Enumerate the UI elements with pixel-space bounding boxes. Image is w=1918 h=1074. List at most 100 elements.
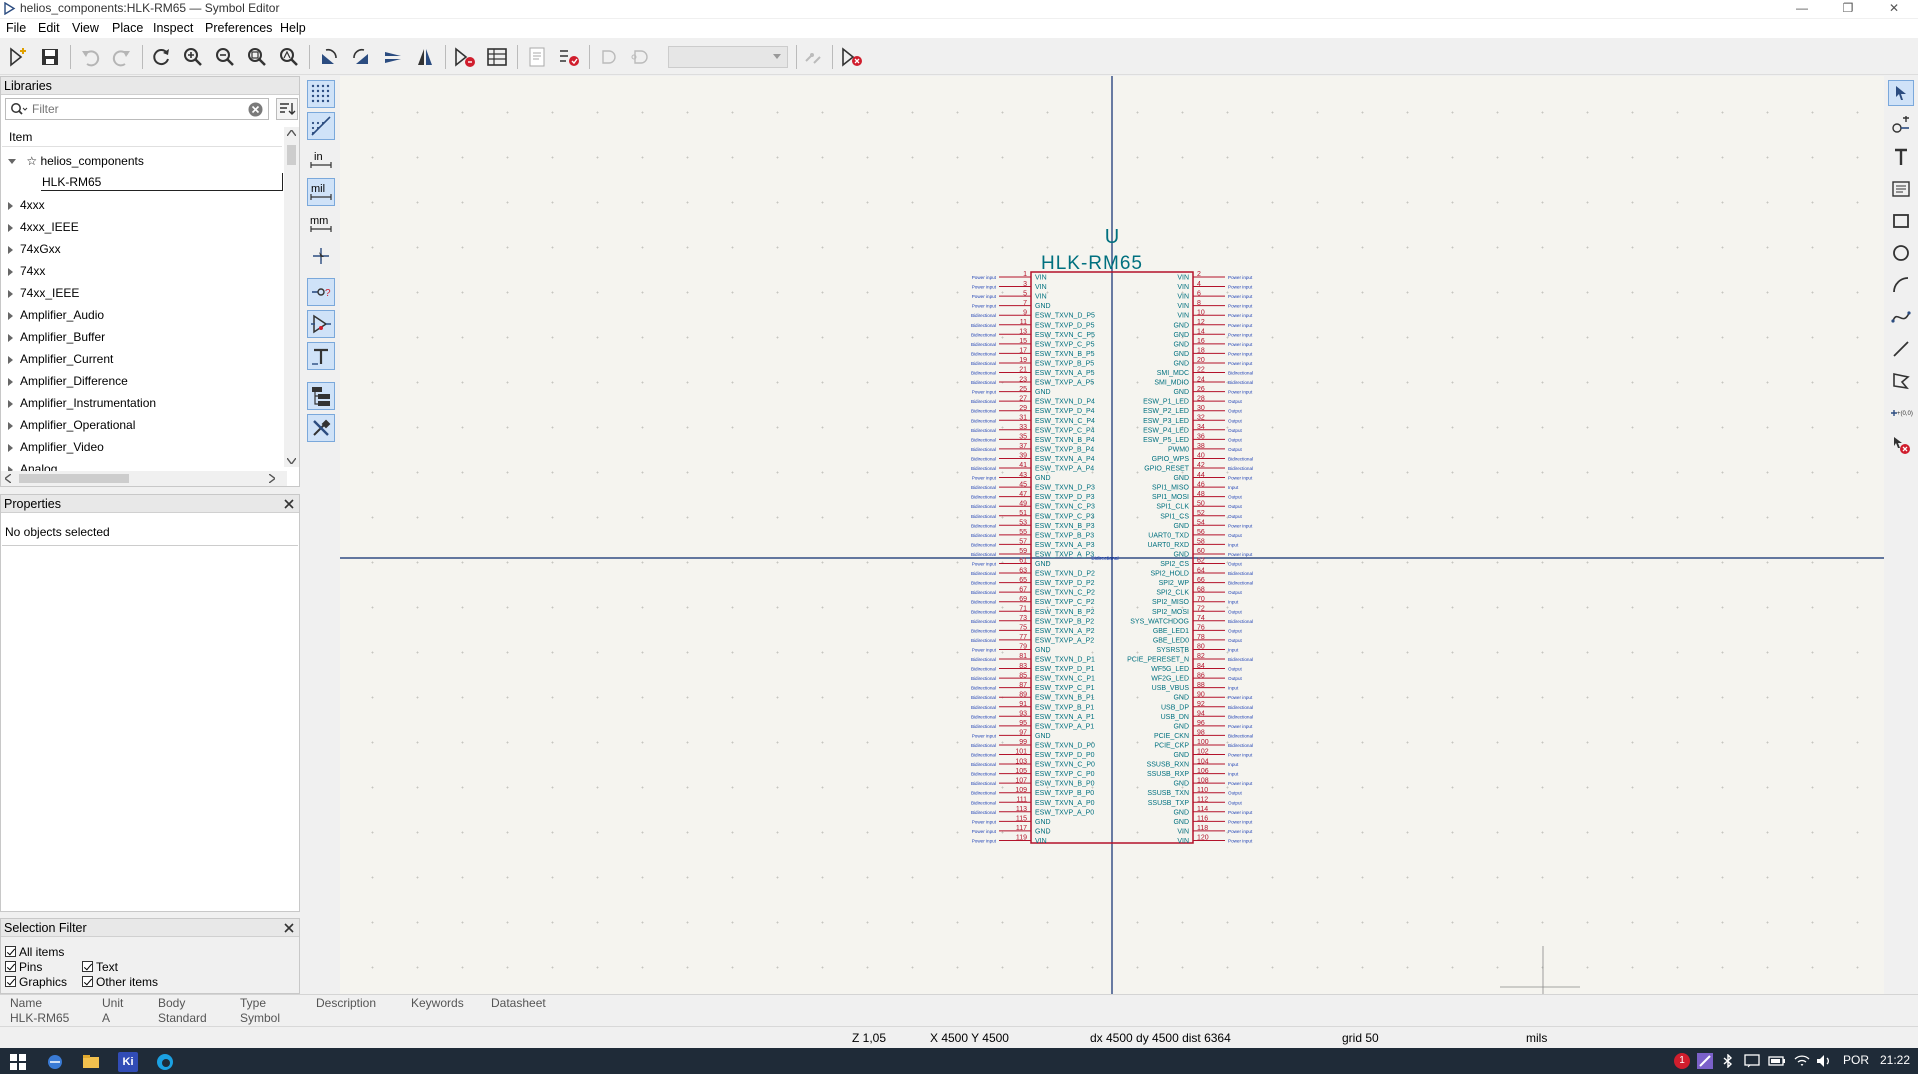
close-panel-icon[interactable] — [284, 923, 294, 933]
tree-item-library[interactable]: Amplifier_Audio — [8, 304, 104, 326]
tree-item-helios-components[interactable]: ☆ helios_components — [8, 150, 144, 172]
reference-designator[interactable]: U — [1105, 226, 1119, 248]
mirror-horizontal-icon[interactable] — [413, 45, 437, 69]
tree-item-library[interactable]: 74xGxx — [8, 238, 61, 260]
bluetooth-icon[interactable] — [1722, 1054, 1734, 1068]
units-millimeters-button[interactable]: mm — [307, 210, 335, 238]
tree-item-library[interactable]: Amplifier_Instrumentation — [8, 392, 156, 414]
run-erc-icon[interactable] — [840, 45, 864, 69]
add-polygon-button[interactable] — [1888, 368, 1914, 394]
cursor-crosshair-button[interactable] — [307, 242, 335, 270]
datasheet-icon[interactable] — [525, 45, 549, 69]
tree-item-hlk-rm65[interactable]: HLK-RM65 — [41, 173, 283, 191]
tree-vertical-scrollbar[interactable] — [284, 127, 299, 467]
collapsed-chevron-icon[interactable] — [8, 267, 13, 276]
scroll-left-icon[interactable] — [5, 474, 11, 483]
zoom-fit-icon[interactable] — [245, 45, 269, 69]
toggle-grid-button[interactable] — [307, 80, 335, 108]
scroll-right-icon[interactable] — [269, 474, 275, 483]
collapsed-chevron-icon[interactable] — [8, 377, 13, 386]
symbol-checker-icon[interactable] — [557, 45, 581, 69]
tree-item-library[interactable]: 74xx — [8, 260, 45, 282]
zoom-objects-icon[interactable] — [277, 45, 301, 69]
filter-all-items-checkbox[interactable]: All items — [5, 945, 64, 959]
add-arc-button[interactable] — [1888, 272, 1914, 298]
add-line-button[interactable] — [1888, 336, 1914, 362]
tree-item-library[interactable]: Amplifier_Operational — [8, 414, 135, 436]
close-window-button[interactable]: ✕ — [1888, 1, 1900, 15]
clear-filter-icon[interactable] — [248, 102, 263, 117]
tree-item-library[interactable]: Amplifier_Buffer — [8, 326, 105, 348]
volume-icon[interactable] — [1816, 1054, 1832, 1068]
collapsed-chevron-icon[interactable] — [8, 223, 13, 232]
library-filter-box[interactable] — [5, 98, 269, 120]
sort-libraries-button[interactable] — [276, 98, 298, 120]
collapsed-chevron-icon[interactable] — [8, 355, 13, 364]
pin-table-icon[interactable] — [485, 45, 509, 69]
pen-tray-icon[interactable] — [1697, 1053, 1713, 1069]
zoom-out-icon[interactable] — [213, 45, 237, 69]
filter-graphics-checkbox[interactable]: Graphics — [5, 975, 67, 989]
collapsed-chevron-icon[interactable] — [8, 399, 13, 408]
battery-icon[interactable] — [1768, 1054, 1786, 1068]
system-clock[interactable]: 21:22 — [1880, 1053, 1911, 1067]
de-morgan-alternate-icon[interactable] — [629, 45, 653, 69]
menu-preferences[interactable]: Preferences — [205, 21, 273, 35]
set-anchor-button[interactable]: +(0,0) — [1888, 400, 1914, 426]
tree-item-library[interactable]: 4xxx — [8, 194, 45, 216]
units-inches-button[interactable]: in — [307, 146, 335, 174]
menu-file[interactable]: File — [6, 21, 27, 35]
tree-item-library[interactable]: Amplifier_Current — [8, 348, 113, 370]
show-hidden-pins-button[interactable] — [307, 310, 335, 338]
menu-inspect[interactable]: Inspect — [153, 21, 194, 35]
select-tool-button[interactable] — [1888, 80, 1914, 106]
undo-icon[interactable] — [78, 45, 102, 69]
filter-other-items-checkbox[interactable]: Other items — [82, 975, 158, 989]
new-symbol-icon[interactable] — [6, 45, 30, 69]
close-panel-icon[interactable] — [284, 499, 294, 509]
show-hierarchy-button[interactable] — [307, 382, 335, 410]
tree-item-library[interactable]: 4xxx_IEEE — [8, 216, 79, 238]
windows-start-icon[interactable] — [10, 1054, 26, 1070]
notification-badge[interactable]: 1 — [1674, 1053, 1690, 1069]
menu-edit[interactable]: Edit — [38, 21, 60, 35]
browser-app-icon[interactable] — [46, 1053, 64, 1071]
add-rectangle-button[interactable] — [1888, 208, 1914, 234]
save-icon[interactable] — [38, 45, 62, 69]
restore-button[interactable]: ❐ — [1842, 1, 1854, 15]
sync-pins-icon[interactable] — [802, 45, 826, 69]
menu-help[interactable]: Help — [280, 21, 306, 35]
wifi-icon[interactable] — [1794, 1054, 1810, 1068]
filter-pins-checkbox[interactable]: Pins — [5, 960, 42, 974]
collapsed-chevron-icon[interactable] — [8, 201, 13, 210]
add-text-button[interactable] — [1888, 144, 1914, 170]
units-mils-button[interactable]: mil — [307, 178, 335, 206]
library-filter-input[interactable] — [32, 101, 242, 117]
rotate-cw-icon[interactable] — [349, 45, 373, 69]
grid-overrides-button[interactable] — [307, 112, 335, 140]
collapsed-chevron-icon[interactable] — [8, 443, 13, 452]
collapsed-chevron-icon[interactable] — [8, 289, 13, 298]
expanded-chevron-icon[interactable] — [8, 159, 16, 165]
redo-icon[interactable] — [110, 45, 134, 69]
unit-selector-dropdown[interactable] — [668, 46, 788, 68]
tree-item-library[interactable]: 74xx_IEEE — [8, 282, 79, 304]
messages-tray-icon[interactable] — [1744, 1054, 1760, 1068]
add-textbox-button[interactable] — [1888, 176, 1914, 202]
scroll-down-icon[interactable] — [287, 458, 296, 464]
input-language[interactable]: POR — [1843, 1053, 1870, 1067]
collapsed-chevron-icon[interactable] — [8, 311, 13, 320]
zoom-in-icon[interactable] — [181, 45, 205, 69]
refresh-icon[interactable] — [149, 45, 173, 69]
delete-tool-button[interactable] — [1888, 432, 1914, 458]
collapsed-chevron-icon[interactable] — [8, 421, 13, 430]
show-pin-electrical-type-button[interactable]: ? — [307, 278, 335, 306]
add-pin-button[interactable] — [1888, 112, 1914, 138]
add-bezier-button[interactable] — [1888, 304, 1914, 330]
collapsed-chevron-icon[interactable] — [8, 333, 13, 342]
tree-item-library[interactable]: Amplifier_Difference — [8, 370, 128, 392]
mirror-vertical-icon[interactable] — [381, 45, 405, 69]
minimize-button[interactable]: — — [1796, 1, 1808, 15]
tree-horizontal-scrollbar[interactable] — [1, 471, 287, 486]
